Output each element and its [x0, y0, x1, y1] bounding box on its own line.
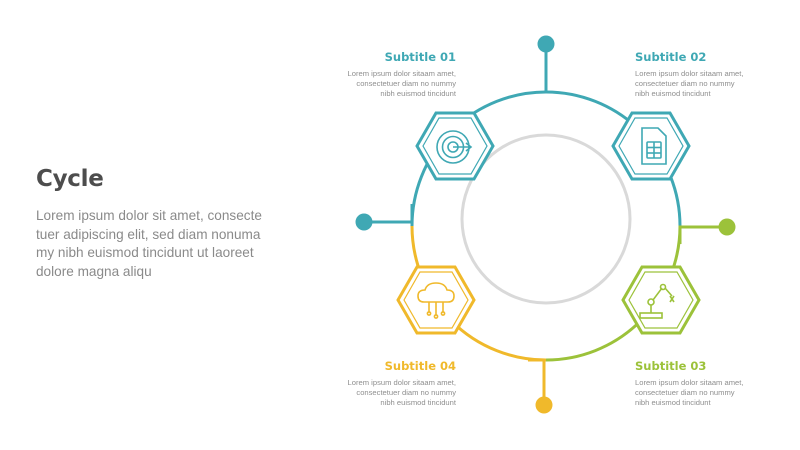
- page-description: Lorem ipsum dolor sit amet, consecte tue…: [36, 208, 262, 279]
- step-04-text: Lorem ipsum dolor sitaam amet, consectet…: [347, 378, 456, 407]
- cloud-network-icon: [417, 282, 455, 319]
- connector-dot-02: [355, 213, 373, 231]
- step-04-title: Subtitle 04: [384, 359, 456, 373]
- connector-04: [528, 358, 546, 403]
- hexagon-02: [611, 111, 691, 181]
- connector-dot-01: [537, 35, 555, 53]
- step-02-title: Subtitle 02: [635, 50, 707, 64]
- robot-arm-icon: [639, 283, 675, 319]
- connector-02: [366, 204, 414, 224]
- connector-03: [678, 225, 724, 244]
- step-04: Subtitle 04 Lorem ipsum dolor sitaam ame…: [306, 359, 456, 408]
- hexagon-04: [396, 265, 476, 335]
- step-02: Subtitle 02 Lorem ipsum dolor sitaam ame…: [635, 50, 785, 99]
- target-icon: [436, 130, 473, 164]
- step-02-text: Lorem ipsum dolor sitaam amet, consectet…: [635, 69, 744, 98]
- hexagon-01: [415, 111, 495, 181]
- center-ring: [460, 133, 632, 305]
- step-03: Subtitle 03 Lorem ipsum dolor sitaam ame…: [635, 359, 785, 408]
- step-03-text: Lorem ipsum dolor sitaam amet, consectet…: [635, 378, 744, 407]
- hexagon-03: [621, 265, 701, 335]
- step-03-title: Subtitle 03: [635, 359, 707, 373]
- step-01: Subtitle 01 Lorem ipsum dolor sitaam ame…: [306, 50, 456, 99]
- connector-dot-04: [535, 396, 553, 414]
- step-01-title: Subtitle 01: [384, 50, 456, 64]
- step-01-text: Lorem ipsum dolor sitaam amet, consectet…: [347, 69, 456, 98]
- connector-dot-03: [718, 218, 736, 236]
- page-title: Cycle: [36, 166, 104, 192]
- sim-card-icon: [641, 127, 667, 165]
